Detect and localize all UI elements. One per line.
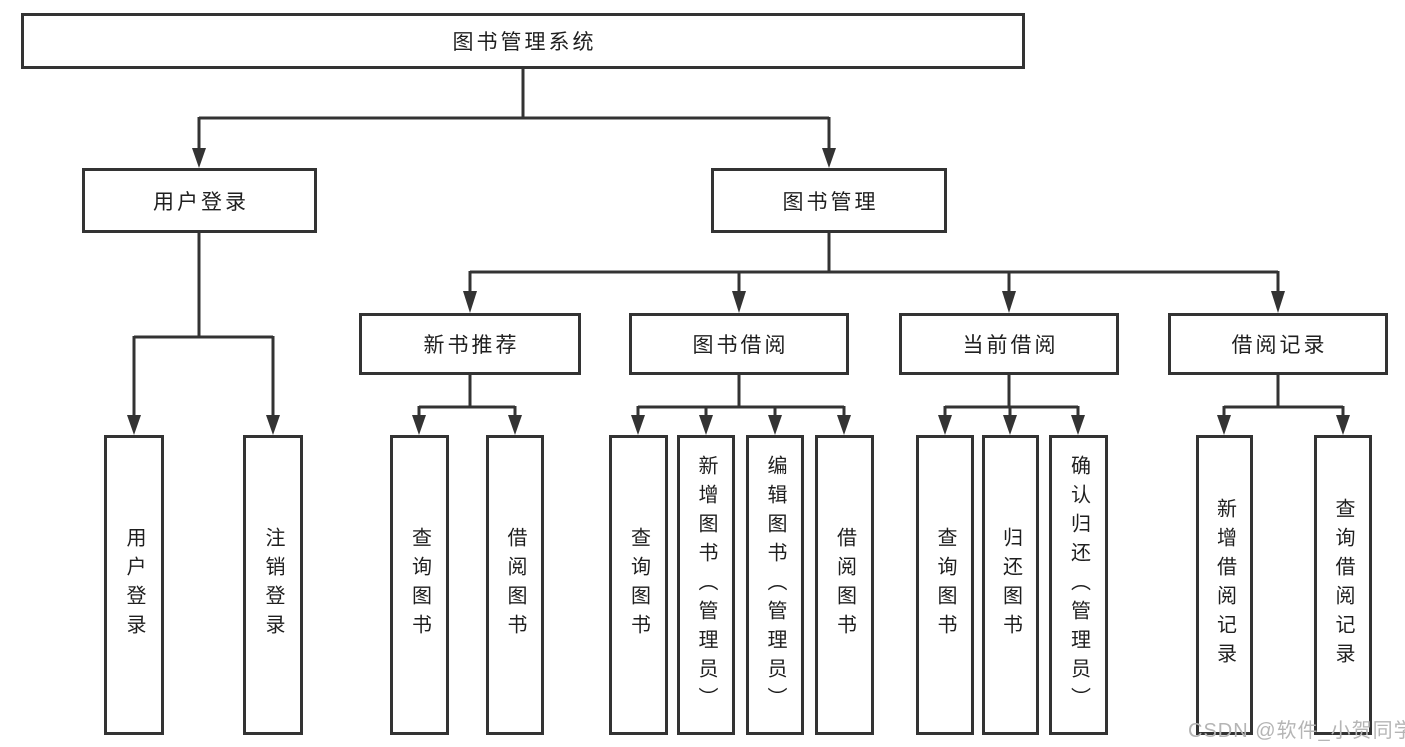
node-label: 图书管理系统 — [452, 31, 597, 54]
node-label: 借阅图书 — [504, 527, 526, 643]
leaf-current-query-books: 查询图书 — [916, 435, 974, 735]
leaf-logout: 注销登录 — [243, 435, 303, 735]
node-library-management-system: 图书管理系统 — [21, 13, 1025, 69]
leaf-recommend-query-books: 查询图书 — [390, 435, 449, 735]
node-label: 新增借阅记录 — [1213, 498, 1236, 672]
node-label: 图书借阅 — [692, 334, 789, 357]
node-book-management: 图书管理 — [711, 168, 947, 233]
node-label: 确认归还（管理员） — [1067, 454, 1090, 716]
node-label: 新增图书（管理员） — [695, 454, 717, 716]
node-label: 查询图书 — [408, 527, 431, 643]
leaf-user-login: 用户登录 — [104, 435, 164, 735]
node-label: 编辑图书（管理员） — [764, 454, 786, 716]
node-label: 注销登录 — [262, 527, 284, 643]
node-label: 查询图书 — [627, 527, 650, 643]
leaf-borrowing-borrow-books: 借阅图书 — [815, 435, 874, 735]
leaf-records-query-borrow-record: 查询借阅记录 — [1314, 435, 1372, 735]
node-label: 新书推荐 — [423, 334, 520, 357]
leaf-recommend-borrow-books: 借阅图书 — [486, 435, 544, 735]
node-label: 查询图书 — [934, 527, 956, 643]
leaf-current-confirm-return-admin: 确认归还（管理员） — [1049, 435, 1108, 735]
node-label: 用户登录 — [123, 527, 145, 643]
node-current-borrowing: 当前借阅 — [899, 313, 1119, 375]
leaf-borrowing-add-books-admin: 新增图书（管理员） — [677, 435, 735, 735]
node-label: 当前借阅 — [962, 334, 1059, 357]
node-label: 用户登录 — [153, 190, 249, 214]
node-label: 借阅记录 — [1231, 334, 1328, 357]
csdn-watermark: CSDN @软件_小贺同学 — [1188, 720, 1405, 742]
node-new-book-recommend: 新书推荐 — [359, 313, 581, 375]
leaf-borrowing-edit-books-admin: 编辑图书（管理员） — [746, 435, 804, 735]
node-label: 归还图书 — [999, 527, 1022, 643]
leaf-borrowing-query-books: 查询图书 — [609, 435, 668, 735]
leaf-records-add-borrow-record: 新增借阅记录 — [1196, 435, 1253, 735]
node-user-login: 用户登录 — [82, 168, 317, 233]
leaf-current-return-books: 归还图书 — [982, 435, 1039, 735]
node-book-borrowing: 图书借阅 — [629, 313, 849, 375]
node-borrow-records: 借阅记录 — [1168, 313, 1388, 375]
node-label: 借阅图书 — [833, 527, 856, 643]
node-label: 查询借阅记录 — [1332, 498, 1354, 672]
node-label: 图书管理 — [782, 190, 879, 214]
